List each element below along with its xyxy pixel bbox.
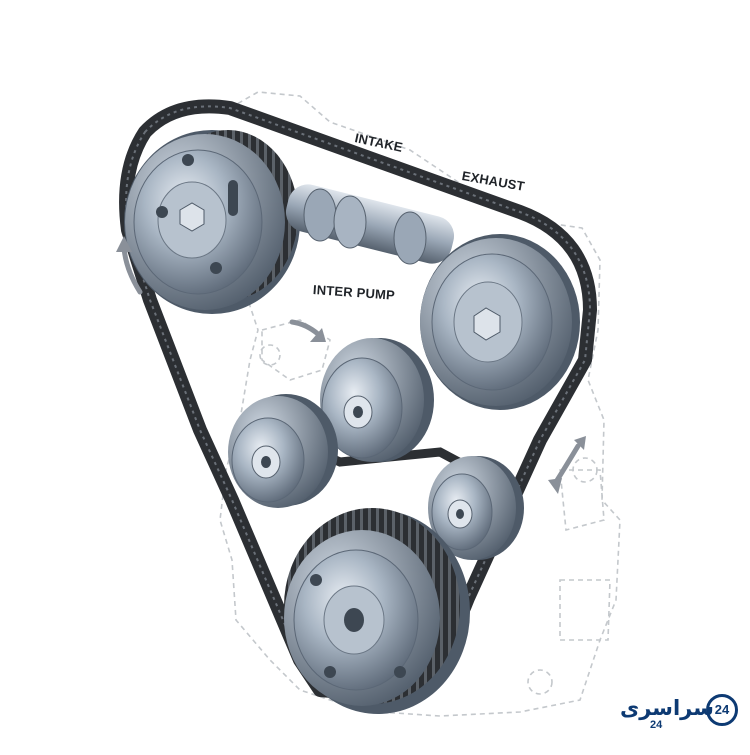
tensioner-pulley [428,456,524,560]
rotation-arrow-center [289,319,326,342]
watermark-badge-number: 24 [714,702,730,717]
watermark-sub-text: 24 [650,719,663,731]
watermark-brand-text: سراسری [620,696,714,720]
exhaust-cam-pulley [420,234,580,410]
clock-badge-icon: 24 [706,694,738,726]
rotation-arrow-left [116,236,143,295]
inter-pump-pulley [320,338,434,462]
left-idler-pulley [228,394,338,508]
camshaft [285,184,455,265]
intake-cam-pulley [124,130,300,314]
brand-watermark: سراسری 24 24 [620,692,744,740]
tension-arrow-right [548,436,586,494]
crankshaft-pulley [284,508,470,714]
